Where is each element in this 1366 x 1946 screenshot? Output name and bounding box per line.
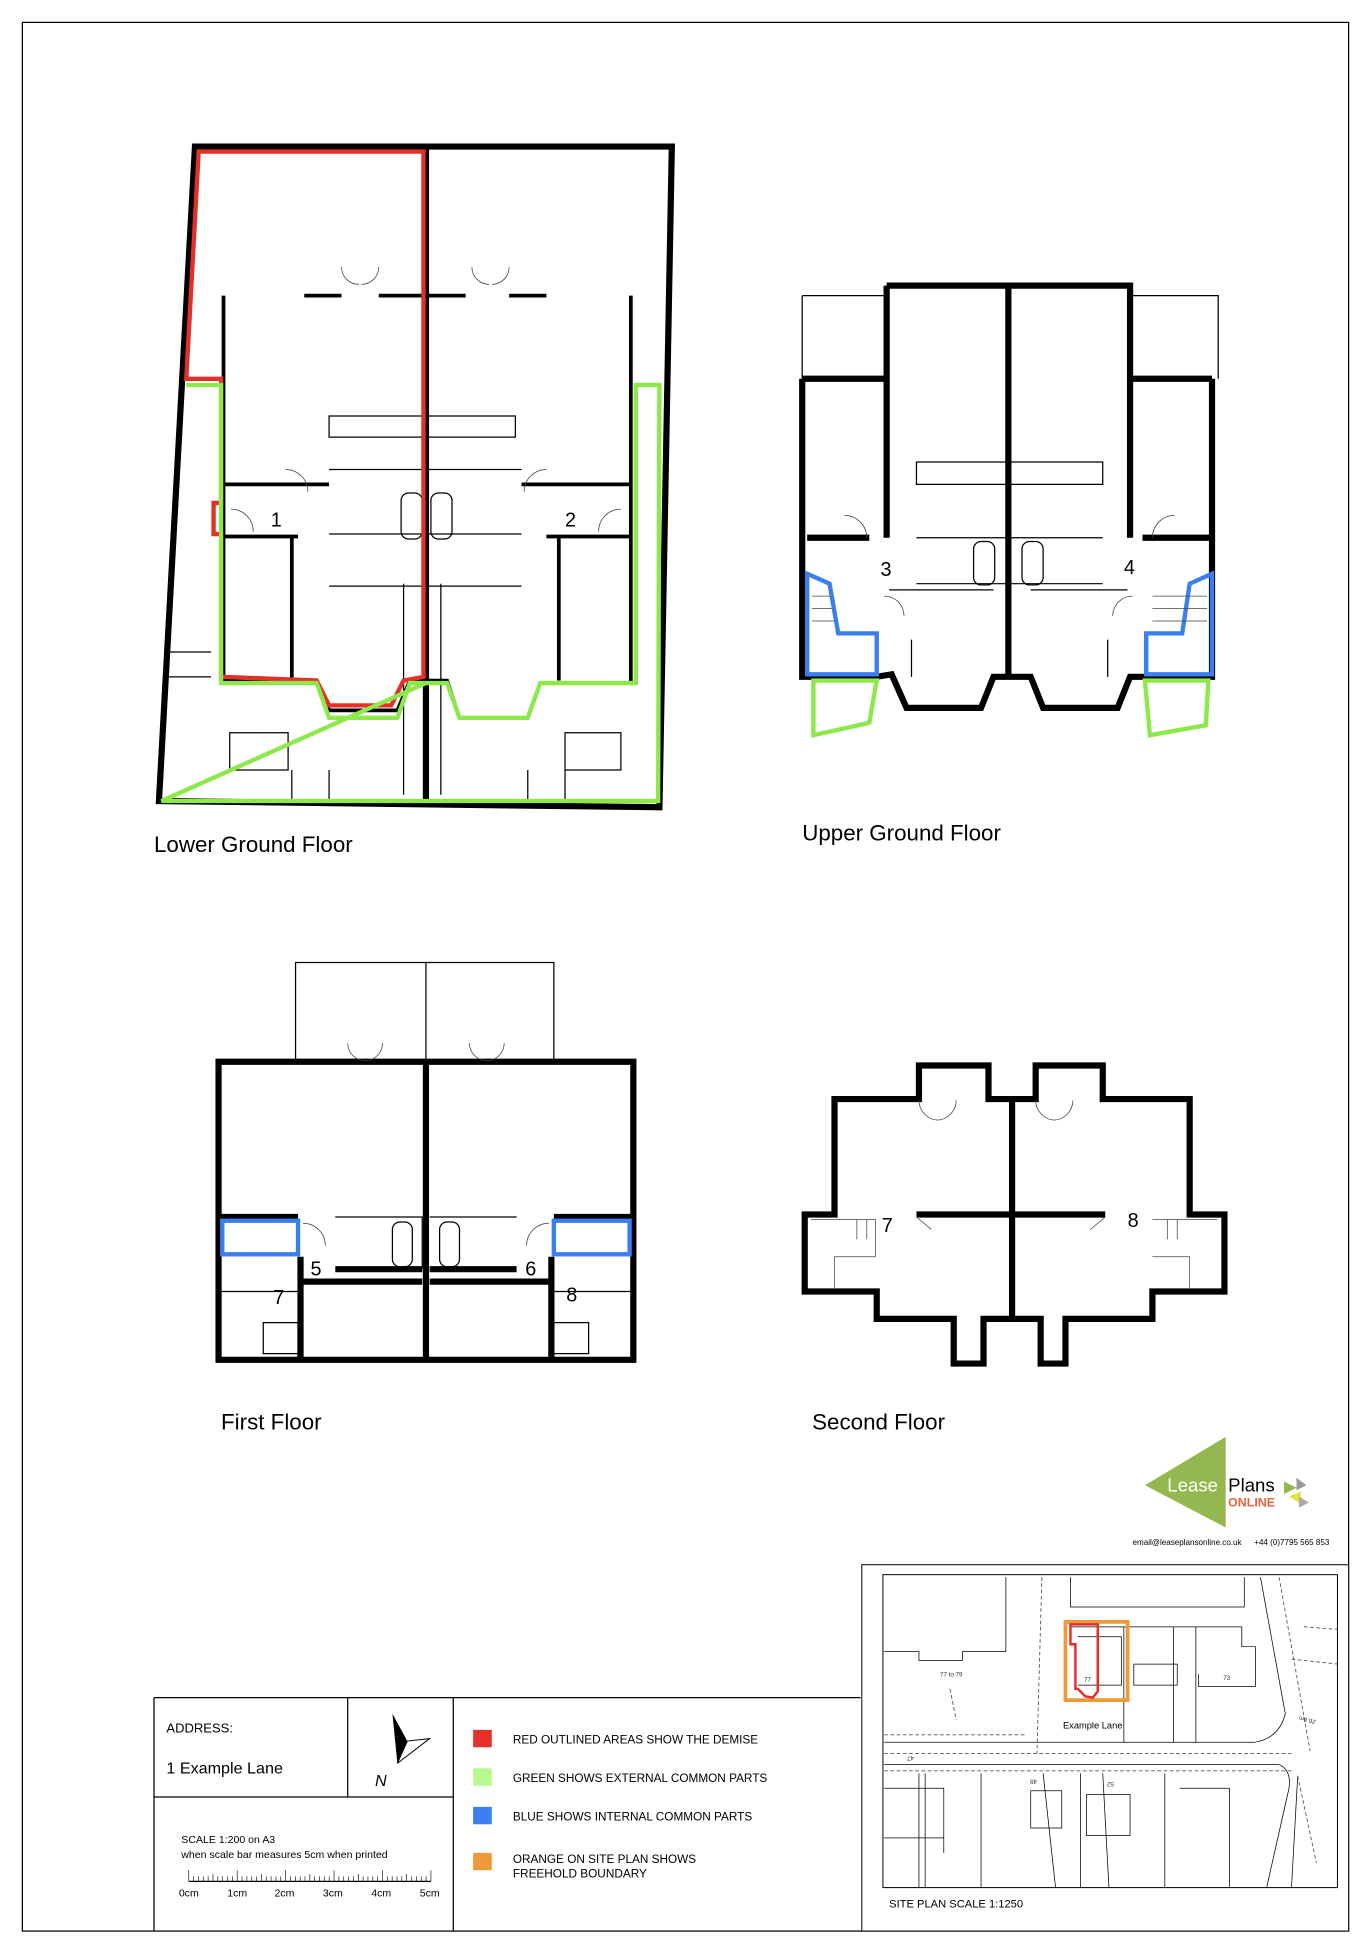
scale-tick-label: 0cm: [179, 1887, 199, 1899]
scale-tick-label: 5cm: [420, 1887, 440, 1899]
logo-mark: [1284, 1481, 1297, 1494]
second-floor-plan: 7 8 Second Floor: [801, 1062, 1228, 1434]
contact-phone: +44 (0)7795 565 853: [1254, 1538, 1330, 1547]
lower-ground-floor-plan: 1 2 Lower Ground Floor: [154, 143, 675, 857]
stair-treads: [810, 1219, 1217, 1288]
stair-treads: [812, 595, 1208, 622]
blue-common-stair: [1144, 570, 1215, 677]
scale-tick-label: 4cm: [371, 1887, 391, 1899]
scale-tick-label: 3cm: [323, 1887, 343, 1899]
map-dashed-lines: [884, 1577, 1338, 1863]
unit-number-1: 1: [271, 510, 282, 532]
green-common-steps: [811, 678, 880, 738]
building-walls: [215, 1058, 637, 1363]
unit-number-8: 8: [1128, 1210, 1139, 1232]
site-plan: 77 to 79 77 73 47 49 52 26.8m Example La…: [861, 1564, 1350, 1932]
logo-mark: [1298, 1496, 1309, 1508]
legend-swatch-orange: [473, 1852, 492, 1871]
bath: [972, 540, 996, 586]
address-label: ADDRESS:: [166, 1720, 233, 1735]
site-label: 26.8m: [1298, 1714, 1316, 1725]
logo-word-plans: Plans: [1228, 1474, 1275, 1495]
site-label: 77: [1084, 1676, 1091, 1683]
site-label: 49: [1029, 1778, 1036, 1785]
unit-number-4: 4: [1124, 557, 1135, 579]
door-swings: [303, 1043, 549, 1246]
interior-lines: [801, 294, 1219, 677]
green-common-outline: [160, 382, 662, 804]
scale-line-1: SCALE 1:200 on A3: [181, 1834, 275, 1846]
scale-tick-label: 2cm: [274, 1887, 294, 1899]
unit-number-7: 7: [273, 1287, 284, 1309]
floor-title: Second Floor: [812, 1409, 945, 1434]
scale-tick-label: 1cm: [227, 1887, 247, 1899]
logo-word-lease: Lease: [1167, 1474, 1218, 1495]
site-freehold-boundary: [1063, 1619, 1130, 1702]
site-label: 73: [1223, 1675, 1230, 1682]
legend-text: RED OUTLINED AREAS SHOW THE DEMISE: [513, 1734, 758, 1747]
door-swings: [844, 515, 1175, 616]
door-swings: [230, 267, 621, 532]
lease-plans-online-logo: Lease Plans ONLINE: [1144, 1436, 1309, 1528]
legend-swatch-green: [473, 1768, 492, 1786]
scale-bar: [188, 1870, 432, 1883]
legend-text: BLUE SHOWS INTERNAL COMMON PARTS: [513, 1811, 753, 1824]
title-block-lines: [153, 1696, 861, 1932]
blue-common-landing: [220, 1218, 301, 1257]
logo-mark: [1296, 1477, 1307, 1491]
logo-word-online: ONLINE: [1228, 1495, 1275, 1509]
legend-swatch-red: [473, 1729, 492, 1748]
floor-title: First Floor: [221, 1409, 322, 1434]
site-plan-caption: SITE PLAN SCALE 1:1250: [889, 1898, 1023, 1910]
title-block: ADDRESS: 1 Example Lane N SCALE 1:200 on…: [153, 1696, 861, 1932]
unit-number-3: 3: [880, 559, 891, 581]
upper-ground-floor-plan: 3 4 Upper Ground Floor: [799, 282, 1219, 846]
bath: [1021, 540, 1044, 586]
north-arrow-icon: N: [375, 1713, 432, 1790]
logo-triangle: [1144, 1436, 1226, 1528]
address-value: 1 Example Lane: [166, 1759, 283, 1777]
bath: [430, 492, 453, 540]
site-street-name: Example Lane: [1063, 1721, 1122, 1731]
legend: RED OUTLINED AREAS SHOW THE DEMISE GREEN…: [473, 1729, 768, 1881]
north-label: N: [375, 1772, 387, 1790]
floor-title: Lower Ground Floor: [154, 832, 353, 857]
legend-text: GREEN SHOWS EXTERNAL COMMON PARTS: [513, 1772, 768, 1785]
unit-number-5: 5: [310, 1258, 321, 1280]
legend-swatch-blue: [473, 1806, 492, 1825]
first-floor-plan: 5 6 7 8 First Floor: [215, 961, 637, 1434]
bath: [391, 1221, 413, 1268]
unit-number-7: 7: [882, 1215, 893, 1237]
map-lines: [884, 1577, 1299, 1888]
green-common-steps: [1142, 678, 1211, 738]
building-walls: [801, 1062, 1228, 1367]
roof-annex: [294, 961, 555, 1062]
interior-lines: [221, 1216, 631, 1355]
building-walls: [799, 282, 1216, 711]
site-demise-outline: [1069, 1623, 1100, 1699]
unit-number-2: 2: [565, 510, 576, 532]
scale-line-2: when scale bar measures 5cm when printed: [180, 1849, 387, 1861]
floor-title: Upper Ground Floor: [802, 821, 1001, 846]
unit-number-6: 6: [525, 1258, 536, 1280]
site-label: 77 to 79: [940, 1671, 963, 1678]
legend-text: ORANGE ON SITE PLAN SHOWS: [513, 1853, 696, 1866]
unit-number-8: 8: [566, 1284, 577, 1306]
legend-text: FREEHOLD BOUNDARY: [513, 1868, 647, 1881]
site-boundary: [155, 143, 675, 811]
site-label: 47: [907, 1754, 914, 1761]
blue-common-stair: [805, 570, 879, 677]
blue-common-landing: [551, 1218, 632, 1257]
site-label: 52: [1106, 1780, 1113, 1787]
logo-mark: [1289, 1491, 1302, 1503]
door-swings: [916, 1100, 1106, 1230]
contact-email: email@leaseplansonline.co.uk: [1133, 1538, 1243, 1547]
bath: [438, 1221, 461, 1268]
